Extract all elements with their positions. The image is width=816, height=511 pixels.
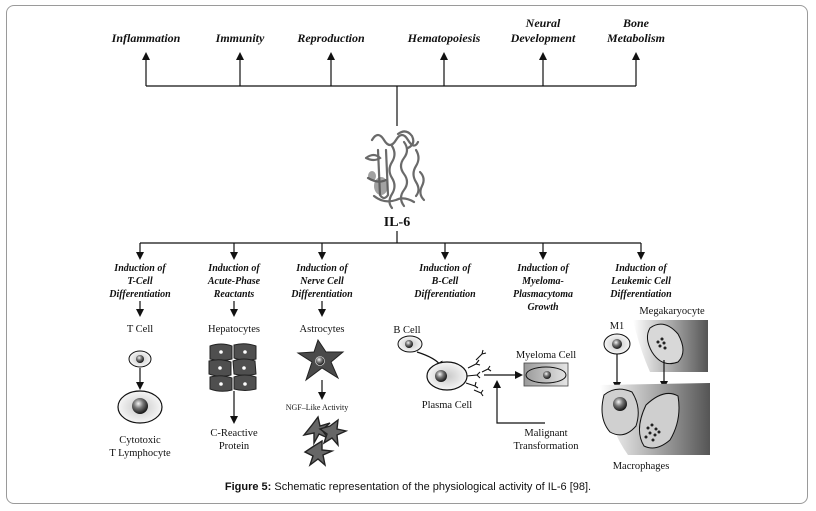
- induction-tcell-line3: Differentiation: [108, 289, 171, 300]
- malignant-label-line1: Malignant: [524, 428, 567, 439]
- induction-myeloma-line3: Plasmacytoma: [513, 289, 573, 300]
- effect-reproduction: Reproduction: [296, 31, 365, 45]
- top-arrow-tree: [142, 52, 640, 126]
- b-cell-icon: [397, 335, 423, 353]
- megakaryocyte-icon: [633, 320, 708, 372]
- figure-caption: Figure 5: Schematic representation of th…: [0, 481, 816, 493]
- effect-development: Development: [510, 31, 576, 45]
- il6-protein-shadow: [368, 171, 388, 195]
- astrocytes-label: Astrocytes: [300, 324, 345, 335]
- induction-leukemic-line2: Leukemic Cell: [610, 276, 671, 287]
- m1-cell-icon: [603, 333, 631, 355]
- antibody-icons: [465, 349, 492, 397]
- induction-tcell-line2: T-Cell: [127, 276, 152, 287]
- t-cell-label: T Cell: [127, 324, 153, 335]
- induction-acute-line2: Acute-Phase: [207, 276, 261, 287]
- caption-text: Schematic representation of the physiolo…: [271, 481, 592, 493]
- induction-bcell-line2: B-Cell: [431, 276, 459, 287]
- effect-immunity: Immunity: [215, 31, 265, 45]
- astrocyte-icon: [296, 338, 345, 382]
- m1-label: M1: [610, 321, 625, 332]
- effect-metabolism: Metabolism: [606, 31, 665, 45]
- ctl-label-line2: T Lymphocyte: [109, 448, 171, 459]
- induction-myeloma-line2: Myeloma-: [521, 276, 564, 287]
- induction-bcell-line3: Differentiation: [413, 289, 476, 300]
- induction-tcell-line1: Induction of: [113, 263, 167, 274]
- plasma-cell-label: Plasma Cell: [422, 400, 473, 411]
- induction-acute-line1: Induction of: [207, 263, 261, 274]
- induction-acute-line3: Reactants: [213, 289, 255, 300]
- b-cell-label: B Cell: [393, 325, 420, 336]
- induction-nerve-line1: Induction of: [295, 263, 349, 274]
- caption-prefix: Figure 5:: [224, 481, 272, 493]
- megakaryocyte-label: Megakaryocyte: [639, 306, 705, 317]
- hepatocytes-icon: [208, 343, 257, 392]
- effect-neural: Neural: [525, 16, 561, 30]
- ngf-label: NGF–Like Activity: [286, 403, 348, 412]
- crp-label-line2: Protein: [219, 441, 250, 452]
- hepatocytes-label: Hepatocytes: [208, 324, 260, 335]
- induction-nerve-line3: Differentiation: [290, 289, 353, 300]
- induction-leukemic-line3: Differentiation: [609, 289, 672, 300]
- plasma-cell-icon: [426, 361, 468, 391]
- hepatocyte-nuclei: [218, 350, 247, 386]
- crp-label-line1: C-Reactive: [210, 428, 258, 439]
- il6-label: IL-6: [384, 215, 410, 230]
- differentiated-neurons-icon: [302, 415, 349, 467]
- induction-headings: Induction of T-Cell Differentiation Indu…: [108, 263, 672, 313]
- bottom-arrow-tree: [136, 231, 645, 260]
- induction-nerve-line2: Nerve Cell: [299, 276, 344, 287]
- macrophages-label: Macrophages: [613, 461, 670, 472]
- macrophages-icon: [600, 383, 710, 455]
- induction-myeloma-line1: Induction of: [516, 263, 570, 274]
- cytotoxic-t-lymphocyte-icon: [117, 390, 163, 424]
- effect-hematopoiesis: Hematopoiesis: [407, 31, 481, 45]
- heading-arrows: [136, 301, 326, 317]
- effect-inflammation: Inflammation: [111, 31, 181, 45]
- myeloma-cell-label: Myeloma Cell: [516, 350, 576, 361]
- t-cell-icon: [128, 350, 152, 368]
- malignant-label-line2: Transformation: [514, 441, 580, 452]
- induction-bcell-line1: Induction of: [418, 263, 472, 274]
- il6-protein-structure-icon: [364, 130, 426, 210]
- ctl-label-line1: Cytotoxic: [119, 435, 161, 446]
- effect-bone: Bone: [622, 16, 650, 30]
- induction-myeloma-line4: Growth: [527, 302, 559, 313]
- induction-leukemic-line1: Induction of: [614, 263, 668, 274]
- myeloma-cell-icon: [523, 362, 569, 387]
- top-effects: Inflammation Immunity Reproduction Hemat…: [111, 16, 665, 45]
